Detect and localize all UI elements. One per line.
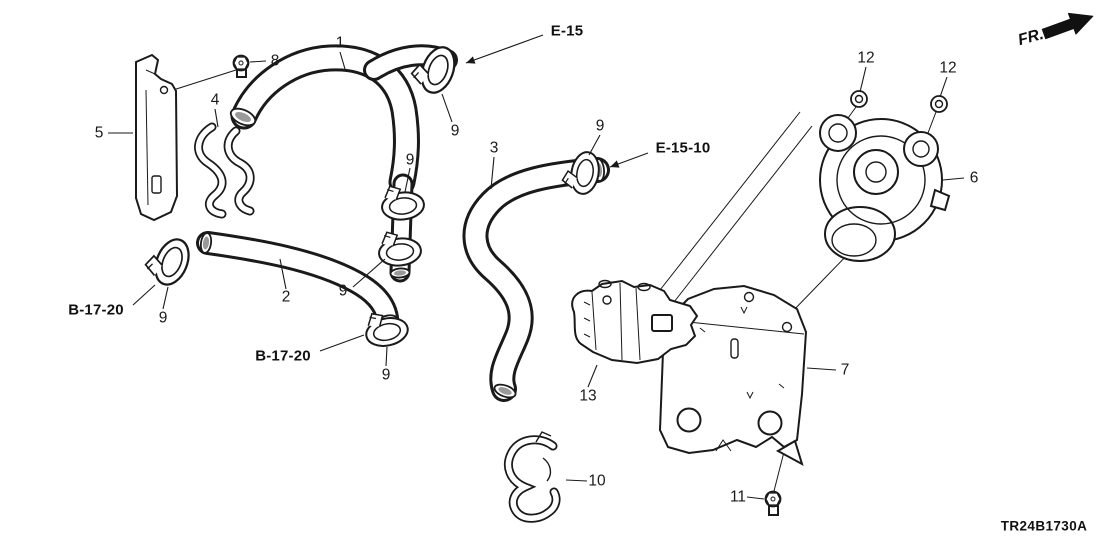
callout-leader-lines — [108, 34, 965, 500]
part-9-hose-clamp — [559, 147, 603, 198]
part-7-bracket — [658, 284, 808, 467]
callout-9-6: 9 — [381, 366, 391, 384]
callout-11: 11 — [729, 488, 747, 506]
callout-9-1: 9 — [450, 122, 460, 140]
callout-9-5: 9 — [158, 309, 168, 327]
callout-7: 7 — [840, 361, 850, 379]
callout-12-2: 12 — [939, 59, 957, 77]
part-1-water-hose — [230, 44, 458, 283]
callout-4: 4 — [210, 91, 220, 109]
part-12-grommet — [850, 90, 868, 108]
callout-9-3: 9 — [405, 151, 415, 169]
callout-3: 3 — [489, 139, 499, 157]
fr-direction-arrow-icon — [1041, 12, 1094, 40]
callout-13: 13 — [579, 387, 597, 405]
callout-9-4: 9 — [338, 282, 348, 300]
callout-10: 10 — [588, 472, 606, 490]
part-11-bolt — [764, 490, 782, 516]
part-8-bolt — [232, 54, 250, 78]
part-3-water-hose — [462, 157, 610, 402]
callout-2: 2 — [281, 288, 291, 306]
callout-9-2: 9 — [595, 117, 605, 135]
part-6-water-pump — [819, 106, 951, 262]
ref-b17-20-2: B-17-20 — [255, 347, 311, 365]
ref-e15-10: E-15-10 — [655, 139, 711, 157]
assembly-lines — [169, 69, 853, 492]
callout-8: 8 — [270, 52, 280, 70]
callout-12-1: 12 — [857, 49, 875, 67]
part-5-bracket — [135, 53, 179, 222]
callout-1: 1 — [335, 34, 345, 52]
callout-5: 5 — [94, 124, 104, 142]
part-2-water-hose — [196, 231, 399, 330]
part-10-clip — [504, 431, 561, 523]
ref-b17-20-1: B-17-20 — [68, 301, 124, 319]
part-9-hose-clamp — [140, 230, 196, 291]
part-12-grommet — [930, 95, 948, 113]
part-4-clamp-holder — [194, 122, 255, 219]
callout-6: 6 — [969, 169, 979, 187]
diagram-code: TR24B1730A — [1000, 518, 1088, 534]
ref-e15: E-15 — [550, 22, 584, 40]
part-13-water-valve — [571, 279, 699, 365]
